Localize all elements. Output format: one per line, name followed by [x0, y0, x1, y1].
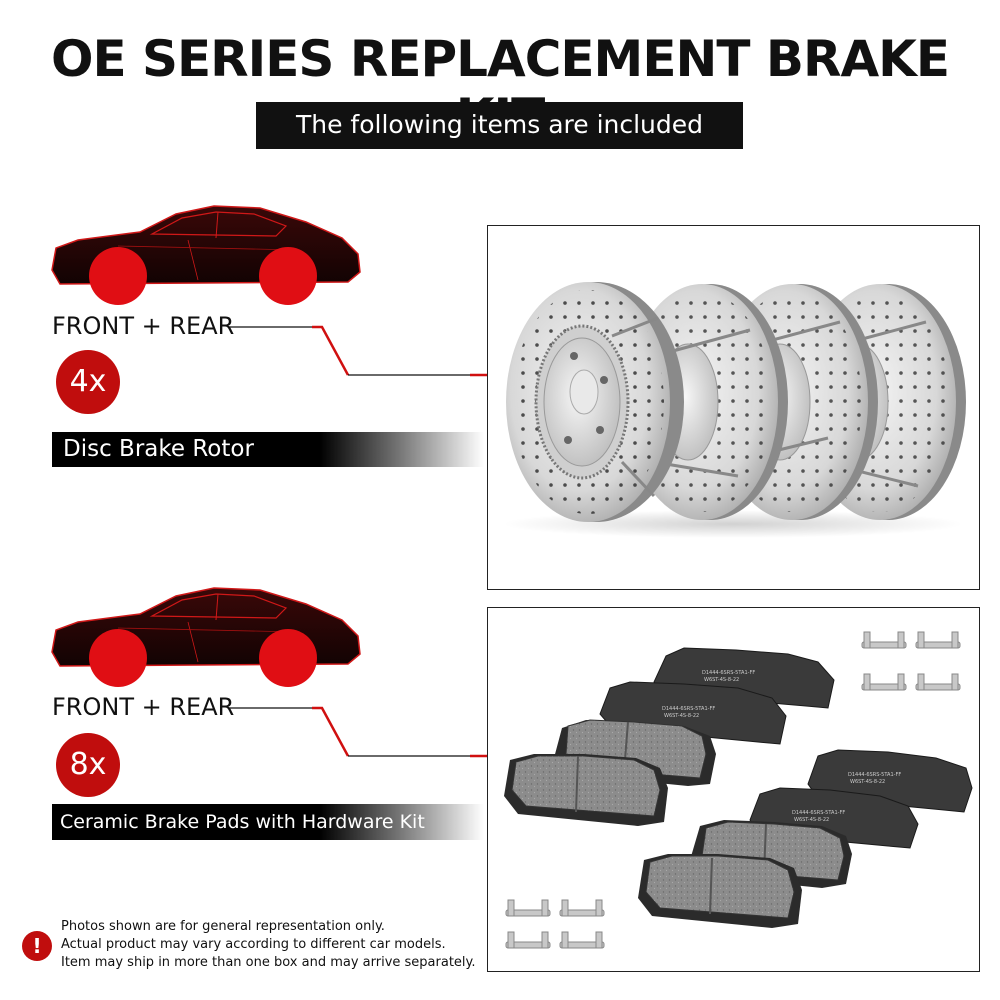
svg-text:D1444-6SRS-5TA1-FF: D1444-6SRS-5TA1-FF: [792, 810, 845, 816]
hardware-clips: [505, 631, 961, 949]
svg-text:D1444-6SRS-5TA1-FF: D1444-6SRS-5TA1-FF: [662, 706, 715, 712]
disclaimer-text: Photos shown are for general representat…: [61, 918, 476, 972]
car-silhouette-icon: [51, 205, 361, 305]
svg-text:D1444-6SRS-5TA1-FF: D1444-6SRS-5TA1-FF: [702, 670, 755, 676]
exclamation-icon: !: [22, 931, 52, 961]
disclaimer-line: Actual product may vary according to dif…: [61, 937, 446, 952]
item-name-banner: Ceramic Brake Pads with Hardware Kit: [52, 804, 484, 840]
position-label: FRONT + REAR: [52, 693, 235, 721]
quantity-badge: 4x: [56, 350, 120, 414]
quantity-badge: 8x: [56, 733, 120, 797]
svg-text:W6ST-4S-8-22: W6ST-4S-8-22: [850, 779, 885, 785]
pad-friction: [504, 754, 668, 826]
svg-text:W6ST-4S-8-22: W6ST-4S-8-22: [704, 677, 739, 683]
subtitle-banner: The following items are included: [256, 102, 743, 149]
disclaimer-line: Item may ship in more than one box and m…: [61, 955, 476, 970]
position-label: FRONT + REAR: [52, 312, 235, 340]
car-silhouette-icon: [51, 587, 361, 687]
brake-pads-hardware-image: D1444-6SRS-5TA1-FF W6ST-4S-8-22 D1444-6S…: [487, 607, 980, 972]
disc-brake-rotors-image: [487, 225, 980, 590]
item-name-banner: Disc Brake Rotor: [52, 432, 484, 467]
disclaimer-line: Photos shown are for general representat…: [61, 919, 385, 934]
svg-text:D1444-6SRS-5TA1-FF: D1444-6SRS-5TA1-FF: [848, 772, 901, 778]
rotor-1: [506, 282, 684, 522]
pad-friction: [638, 854, 802, 928]
svg-text:W6ST-4S-8-22: W6ST-4S-8-22: [664, 713, 699, 719]
svg-text:W6ST-4S-8-22: W6ST-4S-8-22: [794, 817, 829, 823]
